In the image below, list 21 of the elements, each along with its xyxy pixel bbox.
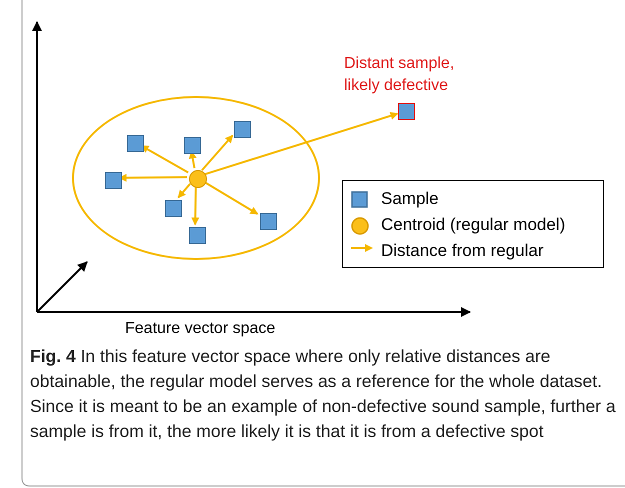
sample-square: [104, 172, 122, 188]
cluster-ellipse: [72, 96, 320, 260]
arrow: [201, 134, 234, 171]
sample-square: [126, 134, 144, 152]
sample-square: [234, 120, 250, 138]
arrow: [203, 180, 258, 215]
arrow: [191, 186, 200, 226]
arrow: [204, 112, 398, 176]
arrow: [178, 183, 191, 198]
legend-text: Distance from regular: [381, 240, 544, 262]
centroid-circle: [189, 170, 207, 188]
annotation-text: Distant sample, likely defective: [344, 54, 456, 96]
sample-square: [188, 226, 206, 244]
sample-square: [164, 200, 182, 216]
distant-sample-square: [398, 102, 414, 120]
axis-label: Feature vector space: [125, 320, 276, 338]
sample-square: [184, 136, 200, 154]
figure-caption: Fig. 4 In this feature vector space where only relative distances are obtainable, the regular model serves as a reference for the whole dataset. Since it is meant to be an example of non-defective sound sample, further a sample is from it, the more likely it is that it is from a defective spot: [30, 345, 617, 443]
legend-text: Centroid (regular model): [381, 214, 566, 236]
legend-text: Sample: [381, 188, 439, 210]
sample-square: [260, 212, 276, 230]
